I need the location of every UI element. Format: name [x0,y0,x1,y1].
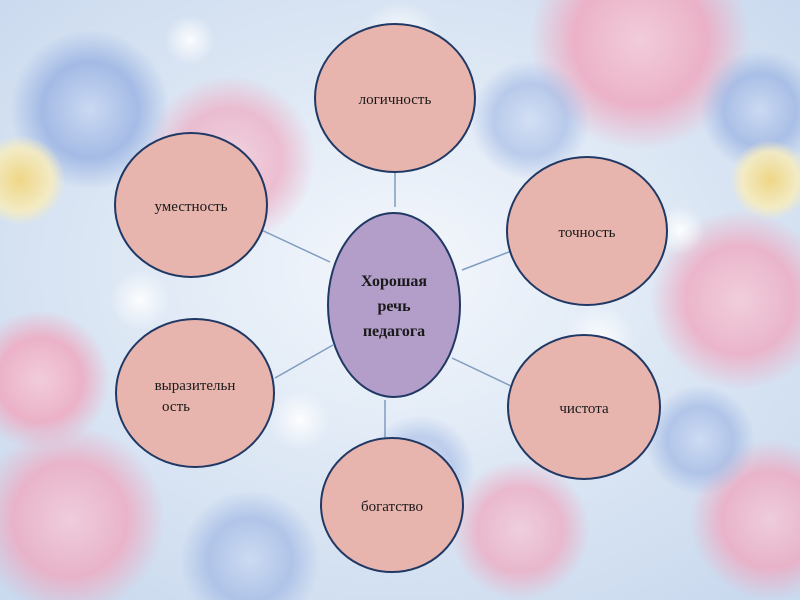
node-logic: логичность [314,23,476,173]
node-appropriateness-label: уместность [155,199,228,215]
node-purity-label: чистота [559,401,609,417]
center-label-line2: речь [377,298,411,315]
center-label-line1: Хорошая [361,273,427,290]
node-expressiveness-label-line1: выразительн [155,378,236,394]
node-richness-label: богатство [361,499,423,515]
connector-appropriateness [254,226,331,263]
node-purity: чистота [507,334,661,480]
node-expressiveness: выразительн ость [115,318,275,468]
node-logic-label: логичность [359,92,432,108]
node-accuracy: точность [506,156,668,306]
center-node: Хорошая речь педагога [327,212,461,398]
node-accuracy-label: точность [559,225,616,241]
node-appropriateness: уместность [114,132,268,278]
node-expressiveness-label-line2: ость [162,399,190,415]
connector-expressiveness [274,344,334,379]
node-richness: богатство [320,437,464,573]
center-label-line3: педагога [363,323,425,340]
